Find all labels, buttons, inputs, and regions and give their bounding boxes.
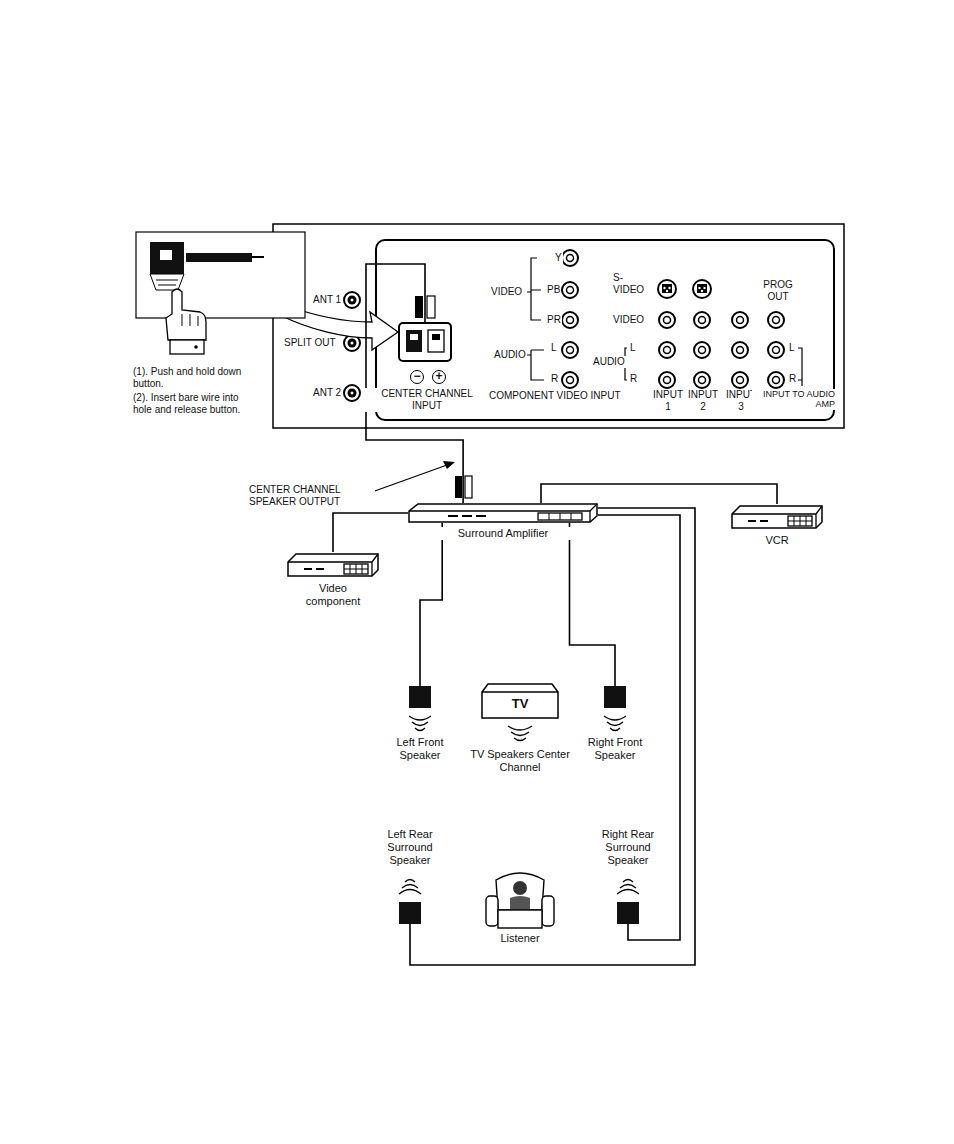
panel-label: AUDIO xyxy=(592,356,626,368)
panel-label: ANT 2 xyxy=(312,387,342,399)
panel-label: Y xyxy=(554,252,563,264)
node-label: Left Front Speaker xyxy=(385,736,455,762)
panel-label: L xyxy=(629,342,637,354)
speaker-wire xyxy=(541,484,777,504)
polarity-mark: − xyxy=(410,370,424,384)
panel-label: R xyxy=(788,373,797,385)
panel-label: COMPONENT VIDEO INPUT xyxy=(488,390,622,402)
amp-node: Surround Amplifier xyxy=(408,503,598,523)
panel-label: INPUT TO AUDIO AMP xyxy=(752,389,836,410)
panel-label: PB xyxy=(546,284,561,296)
panel-label: L xyxy=(788,342,796,354)
polarity-mark: + xyxy=(432,370,446,384)
panel-label: (2). Insert bare wire into hole and rele… xyxy=(132,392,246,415)
node-label: Listener xyxy=(480,932,560,945)
panel-label: R xyxy=(629,373,638,385)
node-label: Video component xyxy=(298,582,368,608)
panel-label: INPUT 2 xyxy=(685,389,721,412)
speaker-wire xyxy=(570,523,616,686)
vcr-node: VCR xyxy=(730,504,824,530)
panel-label: PR xyxy=(546,314,562,326)
front-node: Left Front Speaker xyxy=(385,686,455,762)
speaker-wire xyxy=(366,264,463,503)
speaker-icon xyxy=(593,868,663,924)
node-label: TV Speakers Center Channel xyxy=(470,748,570,774)
node-label: Left Rear Surround Speaker xyxy=(380,828,440,868)
panel-label: SPLIT OUT xyxy=(283,337,337,349)
speaker-wire xyxy=(598,515,680,940)
speaker-wire xyxy=(333,513,408,552)
panel-label: AUDIO xyxy=(493,349,527,361)
node-label: Surround Amplifier xyxy=(408,527,598,540)
chair-icon xyxy=(480,868,560,932)
panel-label: VIDEO xyxy=(612,314,645,326)
speaker-icon xyxy=(580,686,650,736)
speaker-icon xyxy=(385,686,455,736)
speaker-wire xyxy=(420,523,442,686)
node-label: Right Rear Surround Speaker xyxy=(598,828,658,868)
front-node: Right Front Speaker xyxy=(580,686,650,762)
rear-node: Left Rear Surround Speaker xyxy=(375,828,445,924)
panel-label: S- VIDEO xyxy=(612,272,648,295)
panel-label: L xyxy=(550,342,558,354)
panel-label: INPUT 1 xyxy=(650,389,686,412)
amplifier-icon xyxy=(408,503,598,523)
panel-label: PROG OUT xyxy=(756,279,800,302)
tv-node: TV TV Speakers Center Channel xyxy=(470,680,570,774)
tv-icon xyxy=(470,680,570,748)
panel-label: R xyxy=(550,373,559,385)
panel-label: (1). Push and hold down button. xyxy=(132,366,246,389)
vcr-node: Video component xyxy=(286,552,380,578)
node-label: VCR xyxy=(730,534,824,547)
panel-label: CENTER CHANNEL SPEAKER OUTPUT xyxy=(248,484,375,507)
node-label: CENTER CHANNEL INPUT xyxy=(365,388,489,412)
panel-label: ANT 1 xyxy=(312,294,342,306)
vcr-icon xyxy=(286,552,380,578)
chair-node: Listener xyxy=(480,868,560,945)
node-label: Right Front Speaker xyxy=(580,736,650,762)
block-node: CENTER CHANNEL INPUT xyxy=(398,322,452,362)
rear-node: Right Rear Surround Speaker xyxy=(593,828,663,924)
vcr-icon xyxy=(730,504,824,530)
speaker-icon xyxy=(375,868,445,924)
node-label: TV xyxy=(495,696,545,712)
terminal-icon xyxy=(400,324,450,360)
panel-label: VIDEO xyxy=(490,286,523,298)
